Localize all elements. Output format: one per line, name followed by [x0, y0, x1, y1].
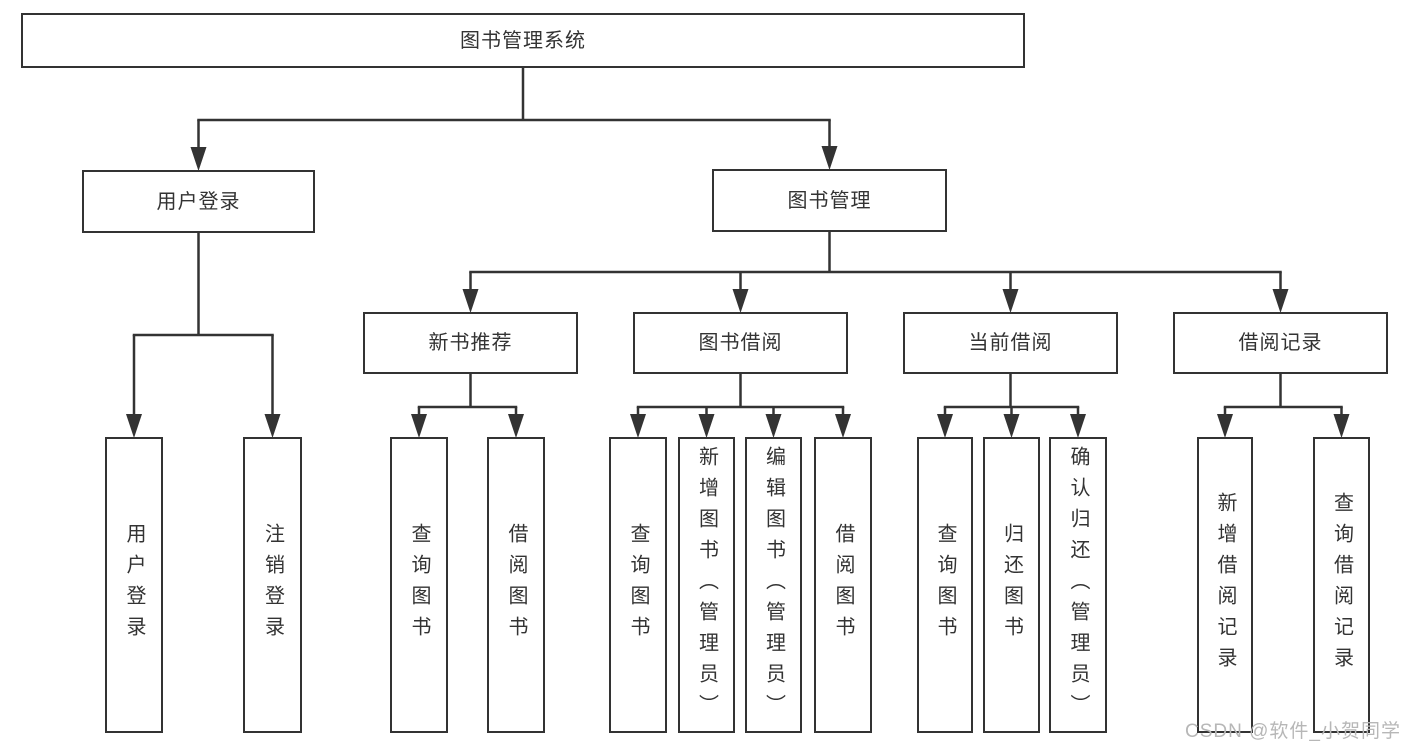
node-label: 图书管理: [787, 189, 872, 212]
node-leaf-add-borrow-record: 新增借阅记录: [1197, 437, 1253, 733]
node-user-login-branch: 用户登录: [82, 170, 315, 233]
node-label: 当前借阅: [968, 332, 1053, 354]
node-label: 新增借阅记录: [1214, 492, 1236, 678]
node-label: 用户登录: [156, 190, 241, 213]
node-leaf-logout: 注销登录: [243, 437, 302, 733]
node-label: 查询图书: [408, 523, 430, 647]
node-label: 新书推荐: [428, 332, 513, 354]
node-label: 查询图书: [627, 523, 649, 647]
node-leaf-user-login: 用户登录: [105, 437, 163, 733]
node-leaf-return-books: 归还图书: [983, 437, 1040, 733]
node-book-borrowing: 图书借阅: [633, 312, 848, 374]
node-label: 确认归还（管理员）: [1067, 445, 1089, 725]
node-label: 图书管理系统: [460, 29, 586, 52]
node-leaf-query-books-3: 查询图书: [917, 437, 973, 733]
node-leaf-query-books-2: 查询图书: [609, 437, 667, 733]
node-leaf-confirm-return-admin: 确认归还（管理员）: [1049, 437, 1107, 733]
node-leaf-query-borrow-record: 查询借阅记录: [1313, 437, 1370, 733]
node-label: 借阅图书: [505, 523, 527, 647]
node-borrow-records: 借阅记录: [1173, 312, 1388, 374]
node-label: 查询图书: [934, 523, 956, 647]
node-leaf-add-books-admin: 新增图书（管理员）: [678, 437, 735, 733]
node-leaf-edit-books-admin: 编辑图书（管理员）: [745, 437, 802, 733]
node-label: 编辑图书（管理员）: [762, 445, 785, 725]
node-label: 用户登录: [123, 523, 145, 647]
node-label: 图书借阅: [698, 332, 783, 354]
node-label: 借阅图书: [832, 523, 854, 647]
node-book-management-branch: 图书管理: [712, 169, 947, 232]
csdn-watermark: CSDN @软件_小贺同学: [1185, 721, 1401, 742]
node-label: 新增图书（管理员）: [695, 445, 718, 725]
node-leaf-borrow-books: 借阅图书: [487, 437, 545, 733]
node-label: 归还图书: [1000, 523, 1023, 647]
node-label: 注销登录: [261, 523, 284, 647]
node-leaf-query-books: 查询图书: [390, 437, 448, 733]
node-current-borrowing: 当前借阅: [903, 312, 1118, 374]
node-leaf-borrow-books-2: 借阅图书: [814, 437, 872, 733]
node-new-book-recommend: 新书推荐: [363, 312, 578, 374]
node-library-system: 图书管理系统: [21, 13, 1025, 68]
node-label: 查询借阅记录: [1330, 492, 1353, 678]
node-label: 借阅记录: [1238, 332, 1323, 354]
